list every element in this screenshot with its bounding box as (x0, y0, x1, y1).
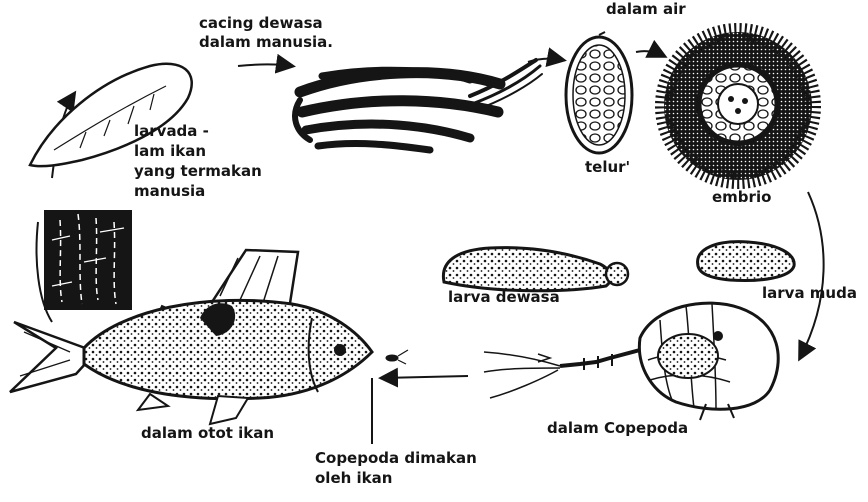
embryo-coracidium-icon (664, 32, 812, 180)
copepod-icon (484, 303, 778, 420)
adult-larva-icon (443, 248, 628, 291)
embryo-label: embrio (712, 188, 771, 207)
copepod-in-water-icon (386, 350, 408, 364)
fish-muscle-label: dalam otot ikan (141, 424, 274, 443)
young-larva-icon (698, 242, 795, 281)
adult-larva-label: larva dewasa (448, 288, 560, 307)
egg-label: telur' (585, 158, 630, 177)
egg-icon (566, 32, 632, 153)
in-water-label: dalam air (606, 0, 686, 19)
young-larva-label: larva muda (762, 284, 857, 303)
muscle-tissue-icon (44, 210, 132, 310)
copepoda-label: dalam Copepoda (547, 419, 688, 438)
adult-tapeworm-icon (295, 60, 542, 150)
